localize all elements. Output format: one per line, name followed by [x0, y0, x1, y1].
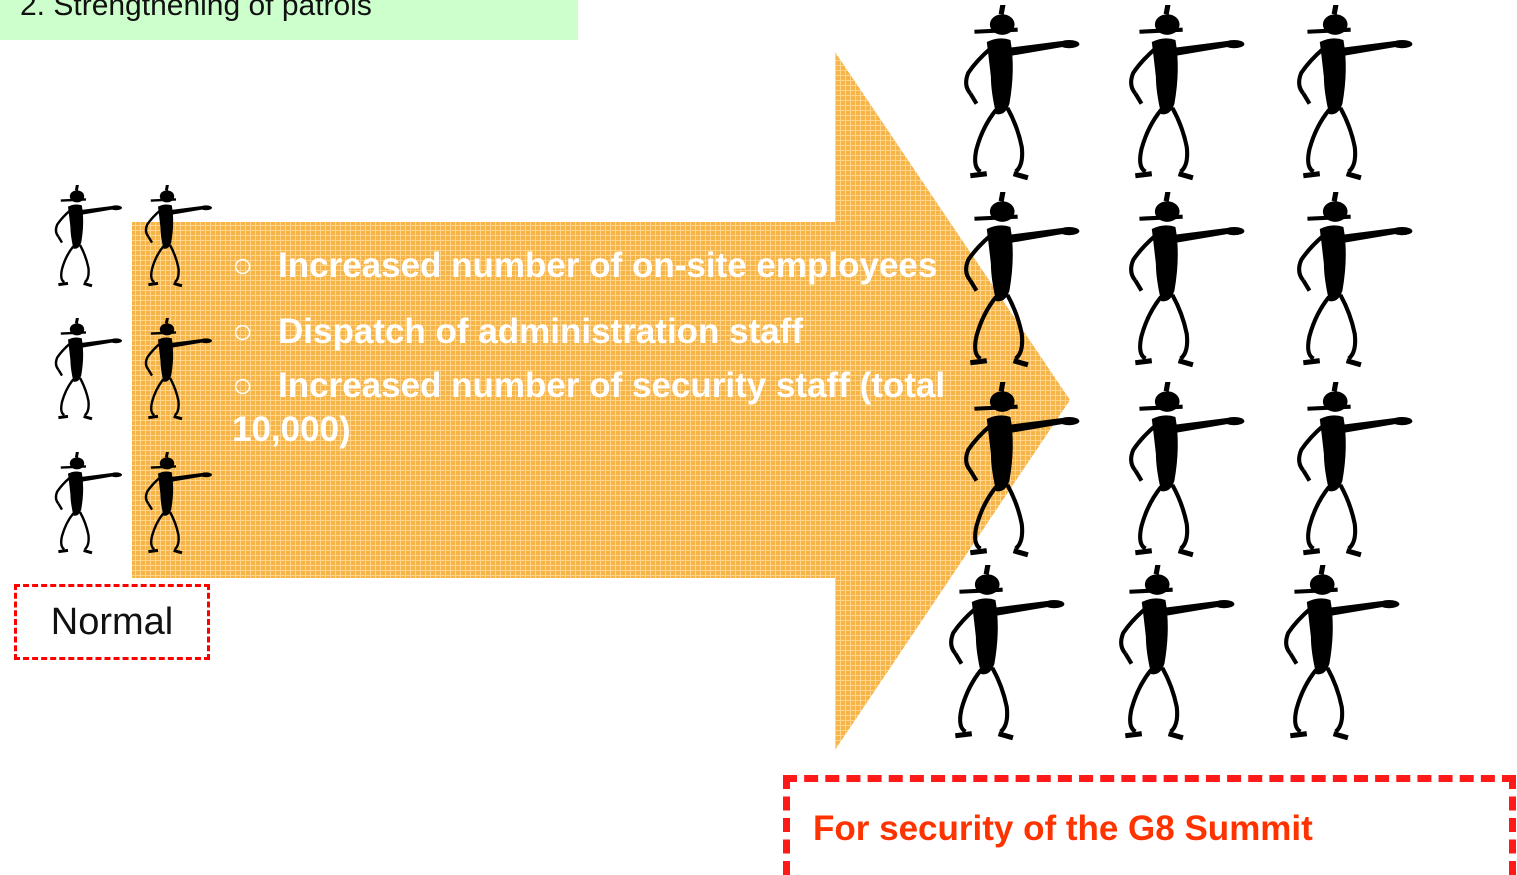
bullet-text: Dispatch of administration staff	[278, 312, 804, 351]
page-title: 2. Strengthening of patrols	[20, 0, 372, 22]
normal-label: Normal	[50, 600, 174, 643]
pointing-person-icon	[1299, 190, 1412, 365]
list-item: ○Increased number of security staff (tot…	[232, 364, 952, 452]
pointing-person-icon	[1131, 190, 1244, 365]
pointing-person-icon	[1131, 3, 1244, 178]
pointing-person-icon	[1131, 380, 1244, 555]
normal-label-box: Normal	[14, 584, 210, 660]
pointing-person-icon	[1299, 3, 1412, 178]
pointing-person-icon	[1299, 380, 1412, 555]
pointing-person-icon	[1121, 563, 1234, 738]
pointing-person-icon	[951, 563, 1064, 738]
pointing-person-icon	[54, 185, 124, 288]
measures-list: ○ Increased number of on-site employees ○…	[232, 244, 952, 452]
summit-label-box: For security of the G8 Summit	[783, 775, 1516, 875]
pointing-person-icon	[1286, 563, 1399, 738]
bullet-text: Increased number of on-site employees	[278, 246, 938, 285]
right-arrow	[132, 52, 1070, 750]
title-banner: 2. Strengthening of patrols	[0, 0, 578, 40]
list-item: ○ Increased number of on-site employees	[232, 244, 952, 288]
bullet-text: Increased number of security staff (tota…	[232, 366, 946, 449]
pointing-person-icon	[966, 3, 1079, 178]
circle-bullet-icon: ○	[232, 366, 254, 405]
summit-label: For security of the G8 Summit	[813, 809, 1313, 848]
list-item: ○ Dispatch of administration staff	[232, 310, 952, 354]
circle-bullet-icon: ○	[232, 246, 254, 285]
pointing-person-icon	[54, 318, 124, 421]
pointing-person-icon	[54, 452, 124, 555]
circle-bullet-icon: ○	[232, 312, 254, 351]
